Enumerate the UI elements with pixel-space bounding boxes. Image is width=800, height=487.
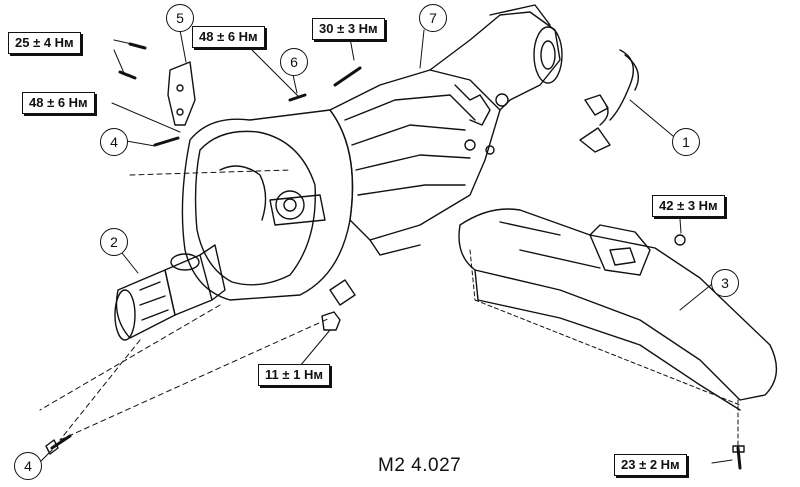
transmission-assembly [181, 4, 563, 306]
torque-label: 48 ± 6 Нм [192, 26, 265, 48]
callout-number: 1 [672, 128, 700, 156]
bracket [118, 42, 196, 147]
callout-number: 4 [14, 452, 42, 480]
callout-number: 2 [100, 228, 128, 256]
callout-number: 7 [419, 4, 447, 32]
figure-code: M2 4.027 [378, 455, 462, 476]
torque-label: 48 ± 6 Нм [22, 92, 95, 114]
torque-label: 30 ± 3 Нм [312, 18, 385, 40]
starter-motor [114, 244, 226, 341]
callout-number: 3 [711, 269, 739, 297]
torque-label: 23 ± 2 Нм [614, 454, 687, 476]
nut [321, 311, 341, 331]
sensor-wire [579, 49, 639, 153]
callout-number: 6 [280, 48, 308, 76]
torque-label: 42 ± 3 Нм [652, 195, 725, 217]
crossmember [458, 208, 778, 411]
callout-number: 4 [100, 128, 128, 156]
callout-number: 5 [166, 4, 194, 32]
torque-label: 11 ± 1 Нм [258, 364, 330, 386]
bottom-bolts [45, 434, 745, 470]
leader-lines [39, 29, 741, 464]
torque-label: 25 ± 4 Нм [8, 32, 81, 54]
